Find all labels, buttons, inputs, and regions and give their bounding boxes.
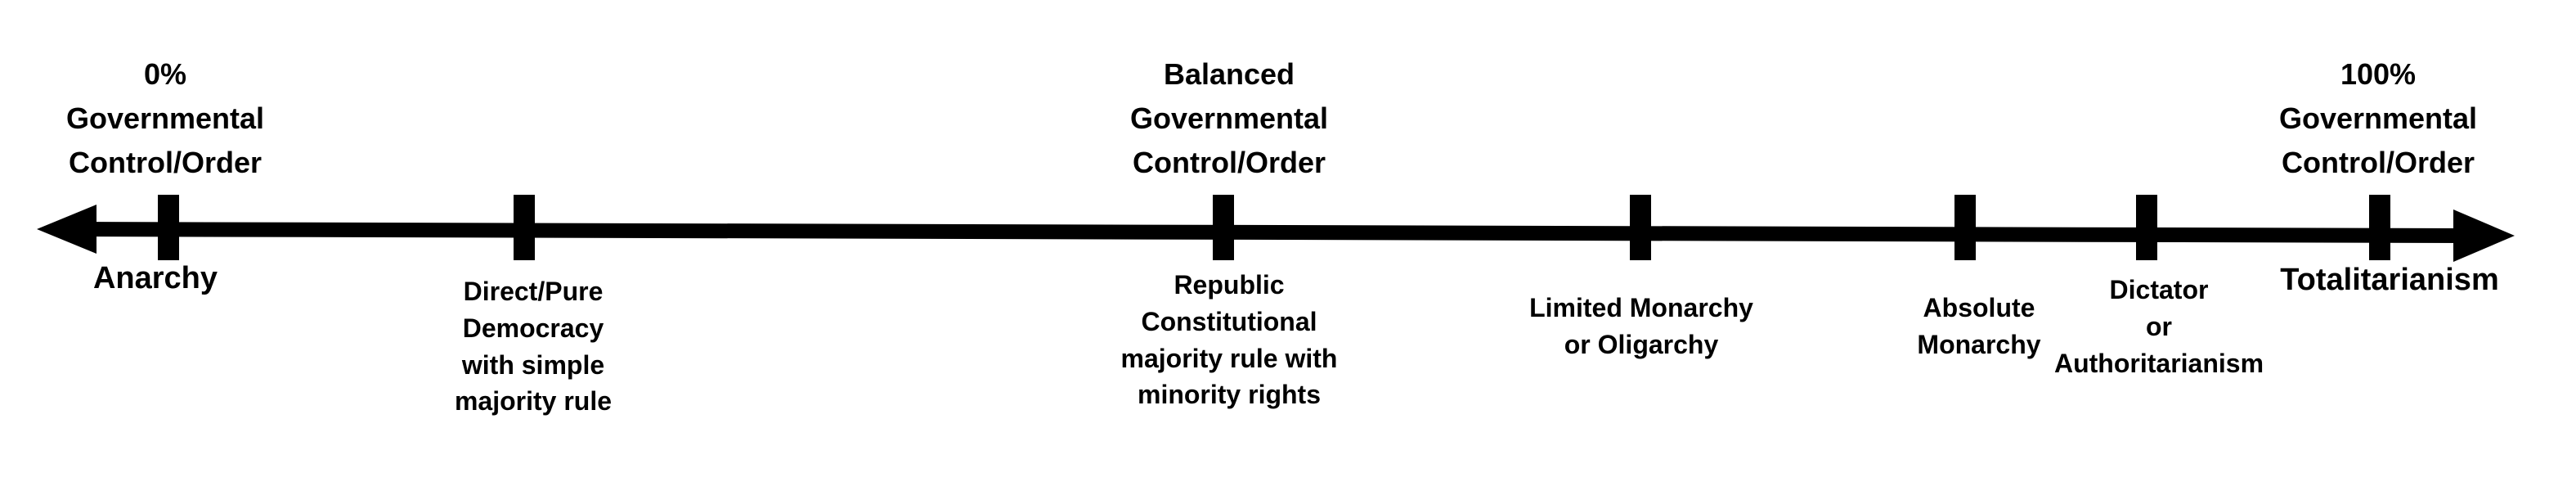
label-absolute-monarchy-line-2: Monarchy bbox=[1917, 329, 2041, 359]
spectrum-axis-line bbox=[73, 222, 2466, 243]
label-republic-line-4: minority rights bbox=[1137, 380, 1321, 410]
tick-zero-control bbox=[158, 195, 179, 260]
tick-limited-monarchy bbox=[1630, 195, 1651, 260]
label-balanced-control-line-3: Control/Order bbox=[1132, 146, 1326, 179]
label-zero-control-line-2: Governmental bbox=[65, 101, 265, 135]
label-republic: Republic Constitutional majority rule wi… bbox=[1121, 267, 1338, 413]
label-direct-democracy-line-3: with simple bbox=[461, 349, 605, 380]
label-republic-line-3: majority rule with bbox=[1120, 343, 1338, 373]
label-balanced-control-line-1: Balanced bbox=[1163, 57, 1295, 91]
label-full-control-line-3: Control/Order bbox=[2281, 146, 2475, 179]
label-full-control: 100% Governmental Control/Order bbox=[2279, 52, 2477, 185]
left-arrowhead bbox=[37, 205, 96, 254]
tick-direct-democracy bbox=[514, 195, 535, 260]
label-full-control-line-2: Governmental bbox=[2278, 101, 2478, 135]
label-full-control-line-1: 100% bbox=[2340, 57, 2417, 91]
label-republic-line-2: Constitutional bbox=[1141, 306, 1317, 336]
label-limited-monarchy-line-2: or Oligarchy bbox=[1564, 329, 1719, 359]
label-dictator-line-2: or bbox=[2146, 311, 2172, 341]
label-limited-monarchy: Limited Monarchy or Oligarchy bbox=[1529, 290, 1753, 363]
label-dictator-line-3: Authoritarianism bbox=[2053, 348, 2264, 378]
label-dictator: Dictator or Authoritarianism bbox=[2054, 272, 2264, 381]
label-zero-control-line-1: 0% bbox=[143, 57, 187, 91]
label-direct-democracy: Direct/Pure Democracy with simple majori… bbox=[455, 273, 612, 420]
label-republic-line-1: Republic bbox=[1174, 270, 1285, 300]
tick-absolute-monarchy bbox=[1954, 195, 1976, 260]
label-direct-democracy-line-4: majority rule bbox=[454, 386, 613, 417]
tick-dictator bbox=[2136, 195, 2157, 260]
label-balanced-control-line-2: Governmental bbox=[1129, 101, 1329, 135]
tick-full-control bbox=[2369, 195, 2390, 260]
label-totalitarianism: Totalitarianism bbox=[2280, 259, 2498, 302]
label-limited-monarchy-line-1: Limited Monarchy bbox=[1529, 293, 1753, 322]
label-anarchy-text: Anarchy bbox=[92, 261, 218, 295]
label-zero-control: 0% Governmental Control/Order bbox=[66, 52, 264, 185]
label-direct-democracy-line-1: Direct/Pure bbox=[463, 277, 604, 306]
tick-republic bbox=[1213, 195, 1234, 260]
label-direct-democracy-line-2: Democracy bbox=[462, 313, 604, 343]
right-arrowhead bbox=[2453, 209, 2515, 262]
label-zero-control-line-3: Control/Order bbox=[68, 146, 263, 179]
label-balanced-control: Balanced Governmental Control/Order bbox=[1130, 52, 1328, 185]
label-dictator-line-1: Dictator bbox=[2109, 275, 2209, 304]
label-totalitarianism-text: Totalitarianism bbox=[2280, 263, 2499, 297]
label-absolute-monarchy: Absolute Monarchy bbox=[1917, 290, 2040, 363]
label-anarchy: Anarchy bbox=[93, 257, 218, 300]
label-absolute-monarchy-line-1: Absolute bbox=[1923, 293, 2035, 322]
